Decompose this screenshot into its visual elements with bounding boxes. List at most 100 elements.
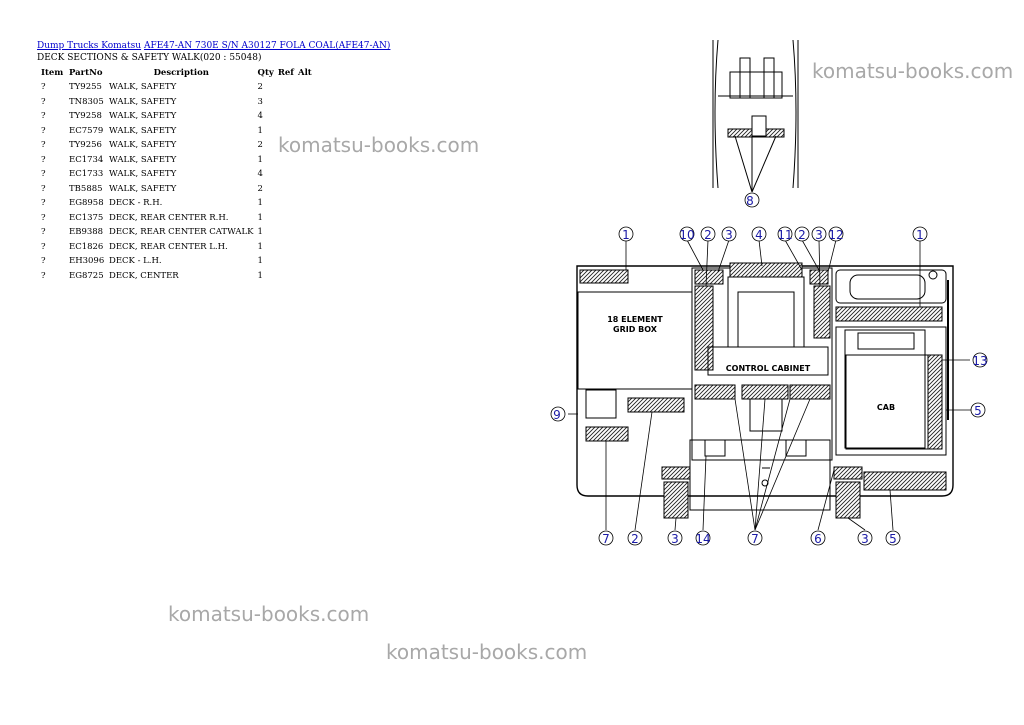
cell-ref [276,182,296,197]
cell-alt [296,167,314,182]
svg-text:5: 5 [974,404,982,418]
svg-text:2: 2 [631,532,639,546]
cell-ref [276,196,296,211]
breadcrumb-link-dump-trucks[interactable]: Dump Trucks Komatsu [37,41,142,51]
cell-description: WALK, SAFETY [109,183,177,194]
cell-alt [296,269,314,284]
cell-qty: 2 [257,82,263,93]
cell-qty: 2 [257,140,263,151]
cell-alt [296,240,314,255]
breadcrumb: Dump Trucks Komatsu AFE47-AN 730E S/N A3… [37,40,390,52]
svg-text:14: 14 [695,532,710,546]
svg-text:9: 9 [553,408,561,422]
svg-text:12: 12 [828,228,843,242]
svg-text:2: 2 [704,228,712,242]
cell-alt [296,80,314,95]
cell-item: ? [41,183,46,194]
callout-row-top: 1 10 2 3 4 11 2 3 12 1 [618,226,928,242]
breadcrumb-link-model[interactable]: AFE47-AN 730E S/N A30127 FOLA COAL(AFE47… [143,41,391,51]
svg-text:13: 13 [972,354,987,368]
svg-text:1: 1 [916,228,924,242]
svg-text:7: 7 [751,532,759,546]
cell-description: DECK, REAR CENTER CATWALK [109,227,254,238]
cell-partno: TY9258 [69,111,102,122]
cell-description: WALK, SAFETY [109,140,177,151]
table-header-row: Item PartNo Description Qty Ref Alt [37,66,314,80]
cell-description: DECK, REAR CENTER R.H. [109,212,229,223]
cell-qty: 3 [257,96,263,107]
cell-ref [276,254,296,269]
cell-qty: 4 [257,111,263,122]
svg-text:6: 6 [814,532,822,546]
svg-text:1: 1 [622,228,630,242]
cell-description: WALK, SAFETY [109,125,177,136]
cell-partno: EG8958 [69,198,104,209]
cell-description: WALK, SAFETY [109,96,177,107]
grid-box-label: GRID BOX [613,325,658,334]
svg-text:10: 10 [679,228,694,242]
table-row: ? TN8305 WALK, SAFETY 3 [37,95,314,110]
cell-qty: 1 [257,198,263,209]
cell-qty: 1 [257,125,263,136]
cell-alt [296,95,314,110]
col-partno: PartNo [69,68,103,78]
page-title: DECK SECTIONS & SAFETY WALK(020 : 55048) [37,53,262,63]
cell-partno: EC1375 [69,212,104,223]
cell-partno: EC1826 [69,241,104,252]
cell-item: ? [41,96,46,107]
cell-item: ? [41,82,46,93]
cell-item: ? [41,270,46,281]
cell-alt [296,196,314,211]
cell-ref [276,211,296,226]
col-qty: Qty [257,68,274,78]
cell-description: DECK - R.H. [109,198,163,209]
col-description: Description [153,68,209,78]
cell-qty: 1 [257,154,263,165]
cell-description: WALK, SAFETY [109,154,177,165]
cell-partno: EC1733 [69,169,104,180]
cell-description: DECK, CENTER [109,270,179,281]
cell-ref [276,225,296,240]
cell-ref [276,167,296,182]
cell-ref [276,109,296,124]
cell-partno: EC1734 [69,154,104,165]
cell-description: DECK - L.H. [109,256,162,267]
svg-text:7: 7 [602,532,610,546]
cell-item: ? [41,198,46,209]
cell-alt [296,225,314,240]
cell-description: WALK, SAFETY [109,169,177,180]
svg-text:11: 11 [777,228,792,242]
svg-text:3: 3 [815,228,823,242]
svg-text:3: 3 [725,228,733,242]
cell-alt [296,254,314,269]
callout-8: 8 [744,192,760,208]
cell-item: ? [41,111,46,122]
cell-item: ? [41,140,46,151]
cell-item: ? [41,241,46,252]
cell-description: WALK, SAFETY [109,82,177,93]
svg-text:4: 4 [755,228,763,242]
svg-text:8: 8 [746,194,754,208]
cell-alt [296,182,314,197]
svg-text:3: 3 [671,532,679,546]
watermark: komatsu-books.com [812,59,1014,83]
cell-partno: TN8305 [69,96,104,107]
callout-row-side: 9 13 5 [550,352,988,422]
svg-text:5: 5 [889,532,897,546]
col-alt: Alt [297,68,312,78]
watermark: komatsu-books.com [278,133,480,157]
cell-qty: 1 [257,256,263,267]
watermark: komatsu-books.com [168,602,370,626]
parts-table: Item PartNo Description Qty Ref Alt ? TY9… [37,66,314,283]
cell-item: ? [41,169,46,180]
cell-description: WALK, SAFETY [109,111,177,122]
